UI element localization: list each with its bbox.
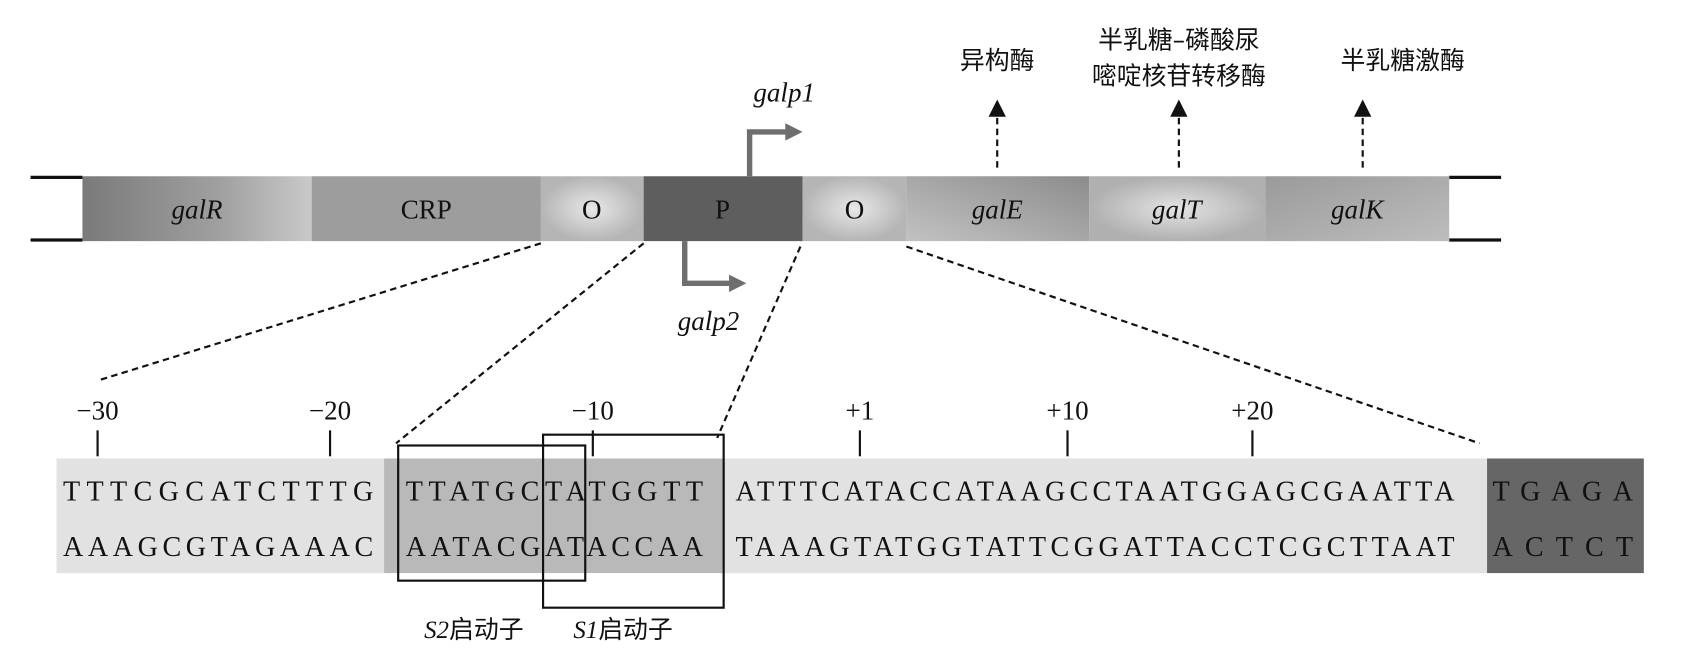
label-operator-1: O (582, 194, 602, 224)
position-label: +10 (1046, 396, 1088, 426)
galT-product-label-2: 嘧啶核苷转移酶 (1092, 61, 1266, 90)
position-ticks (96, 430, 1254, 457)
label-promoter: P (715, 194, 730, 224)
label-galK: galK (1331, 194, 1386, 224)
galp1-label: galp1 (753, 78, 815, 108)
segment-galE: galE (906, 176, 1090, 242)
galK-product-label: 半乳糖激酶 (1341, 46, 1465, 75)
segment-operator-1: O (540, 176, 644, 242)
segment-crp: CRP (311, 176, 541, 242)
label-galE: galE (972, 194, 1024, 224)
position-label: −30 (76, 396, 118, 426)
galp1-arrow (746, 123, 803, 177)
label-galR: galR (172, 194, 224, 224)
position-label: +20 (1231, 396, 1273, 426)
label-operator-2: O (845, 194, 865, 224)
segment-galT: galT (1089, 176, 1266, 242)
position-label: +1 (846, 396, 875, 426)
galp2-arrow (682, 241, 747, 292)
galp2-label: galp2 (678, 306, 740, 336)
s2-promoter-label: S2启动子 (424, 615, 523, 644)
gene-start-band (1487, 458, 1644, 574)
sequence-band (56, 458, 1488, 574)
label-crp: CRP (401, 194, 452, 224)
s1-promoter-box (541, 433, 725, 609)
segment-promoter: P (643, 176, 803, 242)
dna-left-end (30, 175, 83, 242)
top-strand-upstream: TTTCGCATCTTTG (63, 477, 373, 508)
top-strand-promoter: TTATGCTATGGTT (406, 477, 703, 508)
promoter-region-band (384, 458, 725, 574)
top-strand-downstream: ATTTCATACCATAAGCCTAATGGAGCGAATTA (736, 477, 1456, 508)
dna-right-end (1449, 175, 1502, 242)
galT-product-label-1: 半乳糖–磷酸尿 (1098, 26, 1260, 55)
segment-galR: galR (82, 176, 312, 242)
bottom-strand-upstream: AAAGCGTAGAAAC (63, 532, 373, 563)
s1-promoter-label: S1启动子 (573, 615, 672, 644)
s2-promoter-box (397, 444, 587, 582)
galE-product-label: 异构酶 (960, 46, 1035, 75)
zoom-guide-lines (97, 242, 1480, 445)
segment-operator-2: O (802, 176, 907, 242)
label-galT: galT (1152, 194, 1204, 224)
position-label: −10 (572, 396, 614, 426)
position-label: −20 (309, 396, 351, 426)
segment-galK: galK (1265, 176, 1450, 242)
